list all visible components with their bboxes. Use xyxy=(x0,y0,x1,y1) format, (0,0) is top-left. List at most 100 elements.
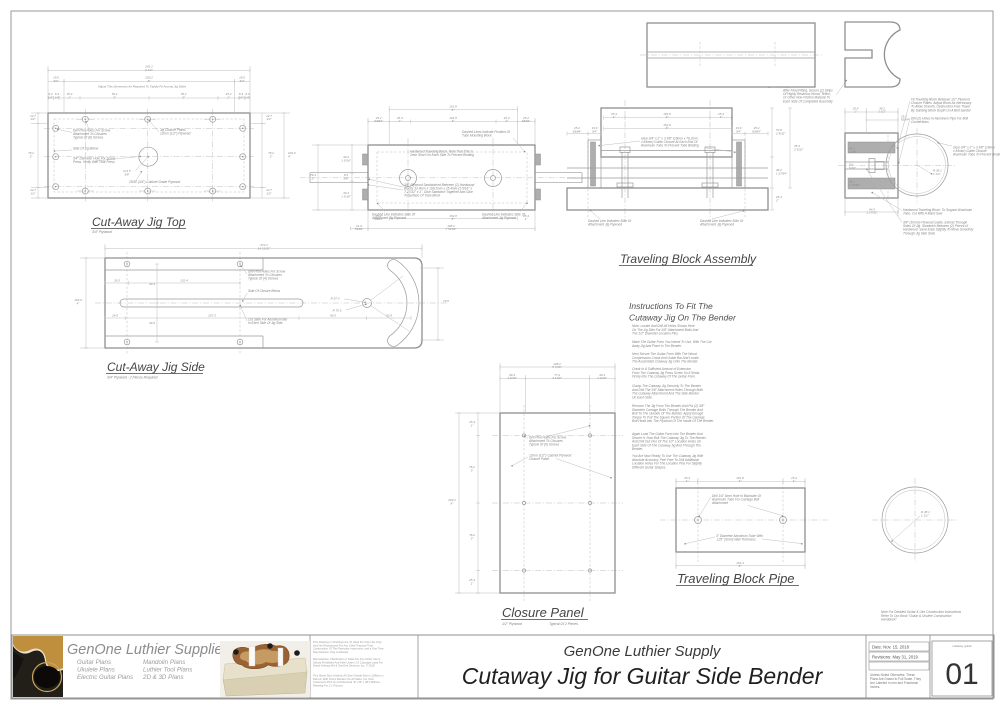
closure-panel-title: Closure Panel xyxy=(502,605,585,620)
plan-list-column-1: Guitar Plans Ukulele Plans Electric Guit… xyxy=(77,659,133,681)
leader-lines xyxy=(511,424,612,479)
handbook-note: Note For Detailed Guitar & Uke Construct… xyxy=(881,610,961,622)
bolt-lines xyxy=(699,42,776,68)
plan-item: Electric Guitar Plans xyxy=(77,674,133,681)
guide-slot xyxy=(647,51,815,59)
crosshair xyxy=(872,478,958,562)
dimension-lines xyxy=(844,108,933,216)
legal-paragraph: This Drawing or Drawings Are To Used For… xyxy=(313,640,384,654)
aluminum-bar-slot xyxy=(119,298,304,308)
tube-note: 3" Diameter Aluminum Tube With.125" (3mm… xyxy=(716,534,763,542)
block-outline xyxy=(844,132,899,199)
pipe-outer xyxy=(881,486,949,554)
dimension-lines xyxy=(566,107,792,211)
friction-strip xyxy=(736,141,742,187)
dim-label: 80.5 xyxy=(330,314,336,318)
dimension-lines xyxy=(312,106,536,231)
logo-company-name: GenOne Luthier Supplies xyxy=(67,642,230,658)
crosshair xyxy=(838,128,956,204)
title-strip: GenOne Luthier Supplies Guitar Plans Uku… xyxy=(11,634,995,699)
bender-photo xyxy=(220,641,310,697)
block-outline xyxy=(367,144,536,211)
side-note: Side Of Jig Below xyxy=(73,147,99,151)
adjust-note: Adjust This Dimension As Required To Tig… xyxy=(97,85,187,89)
plan-item: Guitar Plans xyxy=(77,659,111,666)
guide-bars xyxy=(309,172,583,184)
pipe-outline xyxy=(675,487,806,553)
fit-note: Fit Traveling Block Between 1/2" Plywood… xyxy=(911,98,972,113)
sheet-number-border xyxy=(931,640,993,697)
radius-lines xyxy=(370,275,410,332)
jig-side-subtitle: 3/4" Plywood - 2 Pieces Required xyxy=(107,376,158,380)
base-plate xyxy=(566,187,769,211)
strip-border xyxy=(11,634,995,699)
tube-block-dashed xyxy=(376,151,528,204)
sheet-number: 01 xyxy=(945,658,978,691)
instruction-paragraph: Again Load The Guitar Form Into The Bend… xyxy=(631,432,707,451)
instruction-paragraph: Make The Guitar Form You Intend To Use, … xyxy=(631,340,712,348)
revision-block: Date: Nov. 15, 2018 Revisions: May 31, 2… xyxy=(868,641,930,689)
assembly-title: Traveling Block Assembly xyxy=(620,252,757,266)
block-note: Hardwood Traveling Block. Note That This… xyxy=(409,150,474,158)
plan-list-column-2: Mandolin Plans Luthier Tool Plans 2D & 3… xyxy=(142,659,192,681)
dim-label: R 57.0 xyxy=(331,297,340,301)
plyguide-note: 3/8" (10mm) Plywood Guide. Extend Throug… xyxy=(903,221,974,236)
pilot-holes xyxy=(522,433,592,573)
instruction-paragraph: Clamp The Cutaway Jig Securely To The Be… xyxy=(631,384,703,399)
plan-item: Mandolin Plans xyxy=(143,659,185,666)
date-cell xyxy=(868,641,930,652)
block-top-view xyxy=(640,22,822,88)
closure-note: Side Of Closure Below xyxy=(248,289,281,293)
radius-line xyxy=(892,515,921,541)
plan-item: 2D & 3D Plans xyxy=(142,674,184,681)
block-top-outline xyxy=(646,22,816,88)
screw-holes xyxy=(123,260,244,346)
friction-strip xyxy=(847,141,896,154)
jig-top-outline xyxy=(47,112,251,199)
dim-label: 132.4 xyxy=(180,279,188,283)
leader-lines xyxy=(684,496,803,545)
